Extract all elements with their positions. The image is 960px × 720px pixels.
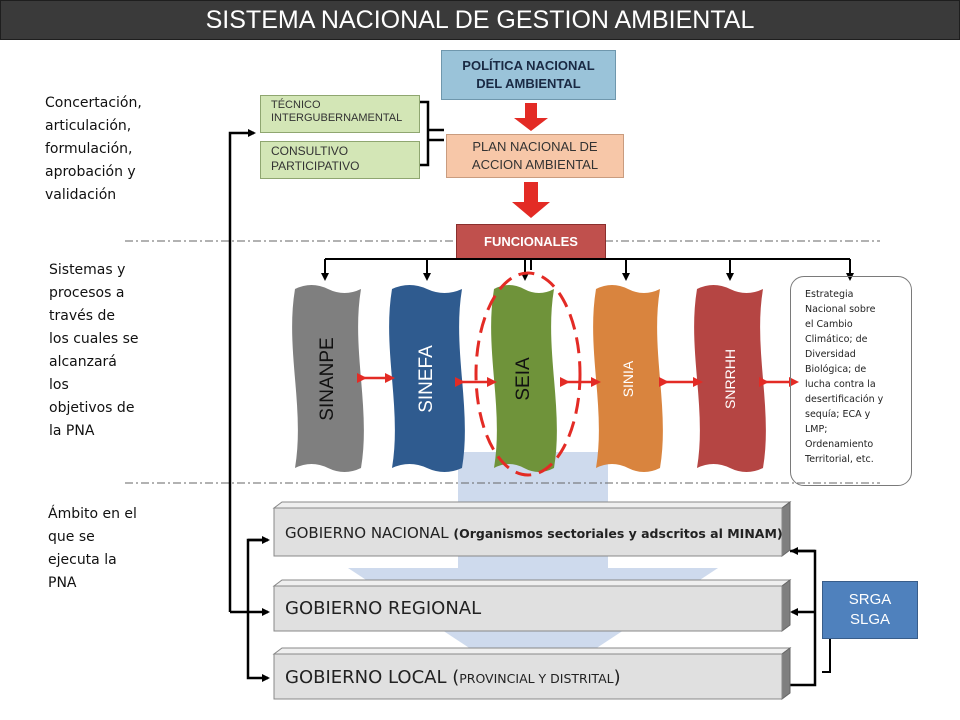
system-banner-seia [491, 285, 557, 472]
system-banner-sinefa [389, 285, 465, 472]
gov-national-sub: (Organismos sectoriales y adscritos al M… [453, 526, 783, 541]
gov-bar-regional-shape [272, 579, 792, 632]
red-down-arrow-2 [512, 182, 550, 218]
gov-local-sub: PROVINCIAL Y DISTRITAL [459, 671, 614, 686]
sidebar-level-ambito: Ámbito en el que se ejecuta la PNA [48, 506, 137, 591]
committee-consultivo: CONSULTIVO PARTICIPATIVO [260, 141, 420, 179]
page-title: SISTEMA NACIONAL DE GESTION AMBIENTAL [0, 0, 960, 40]
gov-local-main: GOBIERNO LOCAL ( [285, 667, 460, 688]
gov-local-close: ) [613, 667, 621, 688]
policy-box: POLÍTICA NACIONAL DEL AMBIENTAL [441, 50, 616, 100]
system-banner-snrrhh [694, 285, 766, 472]
red-down-arrow-1 [514, 103, 548, 131]
seia-highlight-ellipse [474, 271, 582, 477]
system-banners [292, 285, 766, 472]
srga-slga-box: SRGA SLGA [822, 581, 918, 639]
gov-bar-local-shape [272, 647, 792, 700]
gov-bar-national-shape [272, 501, 792, 557]
committee-bracket [420, 100, 444, 167]
gov-local: GOBIERNO LOCAL (PROVINCIAL Y DISTRITAL) [285, 667, 621, 688]
strategy-note: Estrategia Nacional sobre el Cambio Clim… [790, 276, 912, 486]
flow-arrow-shape [348, 452, 718, 690]
strategy-note-text: Estrategia Nacional sobre el Cambio Clim… [805, 289, 884, 465]
sidebar-level-sistemas: Sistemas y procesos a través de los cual… [49, 262, 139, 439]
system-banner-sinia [593, 285, 663, 472]
gov-regional: GOBIERNO REGIONAL [285, 598, 482, 619]
committee-tecnico: TÉCNICO INTERGUBERNAMENTAL [260, 95, 420, 133]
gov-national-main: GOBIERNO NACIONAL [285, 524, 454, 542]
system-banner-sinanpe [292, 285, 364, 472]
left-feedback-line [228, 129, 256, 612]
sidebar-level-concertacion: Concertación, articulación, formulación,… [45, 95, 142, 203]
plan-box: PLAN NACIONAL DE ACCION AMBIENTAL [446, 134, 624, 178]
gov-national: GOBIERNO NACIONAL (Organismos sectoriale… [285, 524, 783, 542]
